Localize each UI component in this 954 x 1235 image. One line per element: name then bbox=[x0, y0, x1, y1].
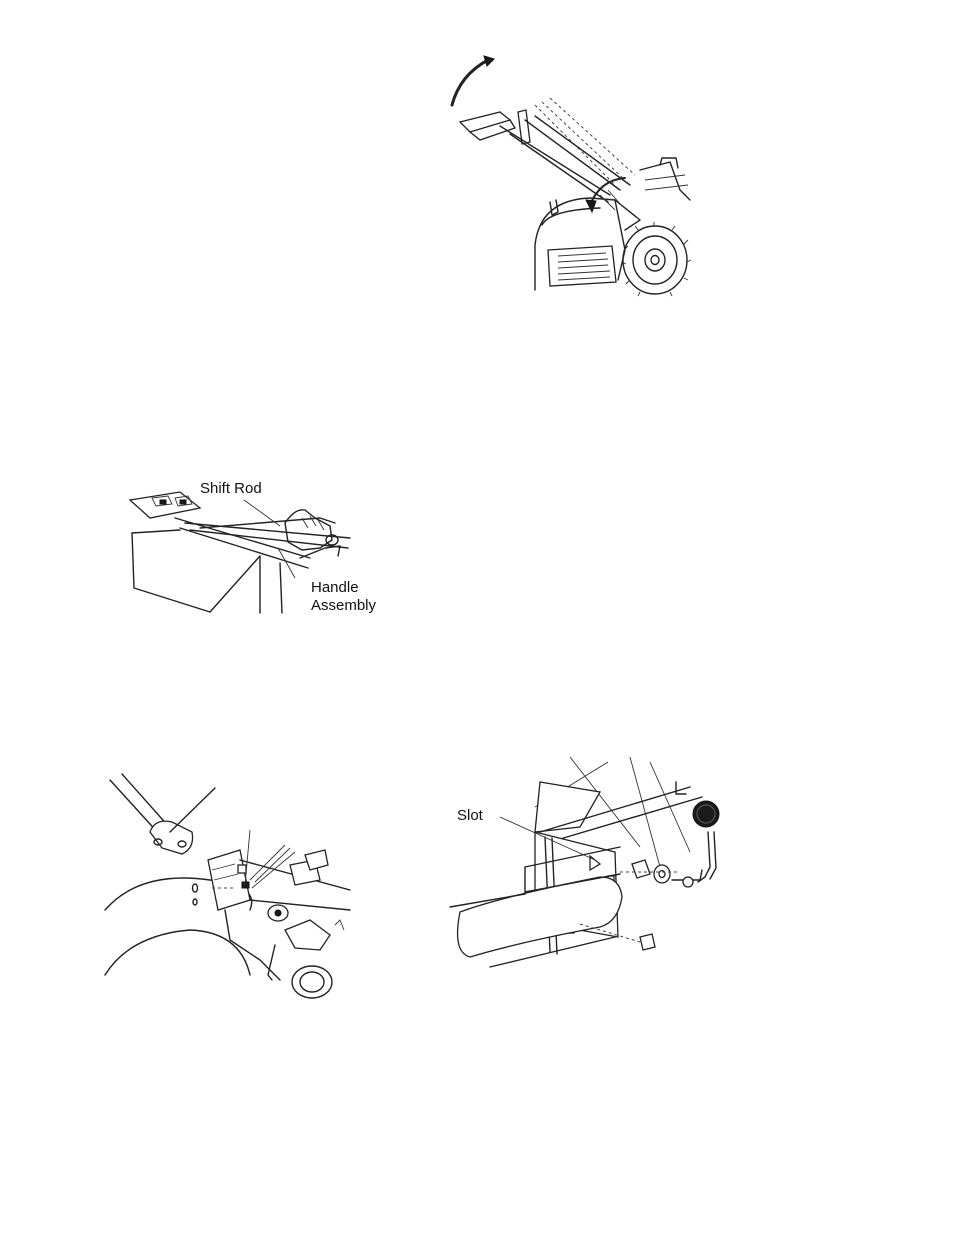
figure-handle-bracket bbox=[100, 770, 360, 1000]
bracket-illustration bbox=[100, 770, 360, 1000]
label-shift-rod: Shift Rod bbox=[200, 480, 262, 497]
leader-shift-rod bbox=[244, 500, 280, 526]
tiller-illustration bbox=[440, 50, 700, 295]
label-handle-line1: Handle bbox=[311, 579, 359, 596]
shift-lever-illustration bbox=[440, 752, 730, 982]
arrow-curved-icon bbox=[452, 60, 488, 105]
figure-shift-lever-slot: Slot bbox=[440, 752, 730, 982]
figure-tiller-handle-raised bbox=[440, 50, 700, 295]
label-slot: Slot bbox=[457, 807, 483, 824]
figure-shift-rod: Shift Rod Handle Assembly bbox=[120, 478, 400, 618]
label-handle-line2: Assembly bbox=[311, 597, 376, 614]
